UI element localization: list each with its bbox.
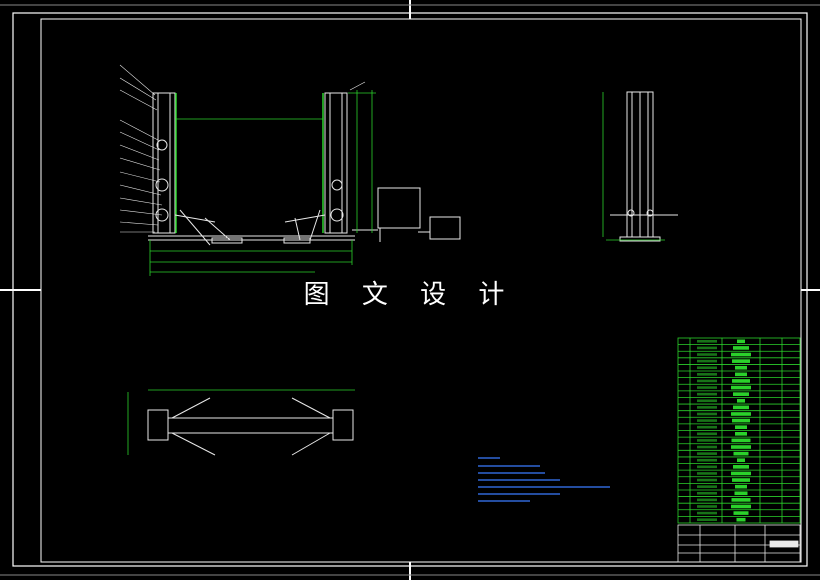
parts-table-cell-mark [732, 359, 750, 363]
parts-table-cell-mark [735, 484, 747, 489]
parts-table-cell-mark [735, 372, 747, 377]
parts-table-code-mark [697, 346, 717, 350]
parts-table-code-mark [697, 366, 717, 370]
title-block [677, 524, 801, 563]
top-view [127, 389, 355, 456]
parts-table-cell-mark [733, 451, 749, 456]
parts-table-cell-mark [733, 465, 749, 469]
parts-table-code-mark [697, 465, 717, 469]
parts-table-cell-mark [734, 491, 748, 496]
parts-table-cell-mark [731, 504, 751, 509]
parts-table-cell-mark [737, 398, 745, 403]
parts-table-cell-mark [733, 392, 749, 396]
parts-table-code-mark [697, 373, 717, 376]
parts-table-cell-mark [732, 478, 750, 482]
parts-table-code-mark [697, 425, 717, 429]
parts-table-code-mark [697, 432, 717, 436]
parts-table-cell-mark [737, 458, 745, 463]
left-column [152, 92, 176, 234]
parts-table-cell-mark [731, 412, 751, 416]
parts-table-code-mark [697, 505, 717, 508]
parts-table-cell-mark [731, 471, 751, 476]
parts-table-cell-mark [735, 425, 747, 429]
parts-table-code-mark [697, 445, 717, 449]
parts-table-cell-mark [735, 365, 747, 370]
parts-table-cell-mark [733, 346, 749, 350]
parts-table-cell-mark [737, 339, 745, 344]
parts-table-code-mark [697, 412, 717, 416]
parts-table-cell-mark [732, 379, 750, 383]
parts-table-cell-mark [731, 445, 751, 449]
parts-table-code-mark [697, 353, 717, 356]
side-view [602, 91, 678, 242]
right-column [324, 92, 348, 234]
parts-table-cell-mark [731, 385, 751, 390]
parts-table-code-mark [697, 340, 717, 343]
power-unit [352, 187, 461, 242]
parts-table-code-mark [697, 452, 717, 455]
parts-table-code-mark [697, 518, 717, 521]
parts-table-code-mark [697, 392, 717, 396]
parts-table-code-mark [697, 419, 717, 422]
parts-table-cell-mark [732, 418, 750, 423]
parts-table-cell-mark [736, 517, 746, 522]
parts-table [677, 337, 801, 524]
parts-table-code-mark [697, 379, 717, 383]
parts-table-cell-mark [733, 405, 749, 410]
parts-table-cell-mark [731, 498, 751, 502]
parts-table-code-mark [697, 491, 717, 495]
parts-table-code-mark [697, 485, 717, 488]
parts-table-code-mark [697, 386, 717, 389]
parts-table-code-mark [697, 511, 717, 515]
part-leaders [119, 64, 366, 233]
parts-table-code-mark [697, 498, 717, 502]
parts-table-code-mark [697, 399, 717, 403]
technical-notes [478, 457, 610, 502]
parts-table-code-mark [697, 439, 717, 442]
parts-table-code-mark [697, 472, 717, 475]
parts-table-cell-mark [735, 432, 747, 436]
front-dimensions [149, 90, 376, 276]
parts-table-code-mark [697, 359, 717, 363]
parts-table-code-mark [697, 478, 717, 482]
parts-table-code-mark [697, 458, 717, 462]
front-view [119, 64, 461, 276]
parts-table-cell-mark [733, 511, 749, 515]
parts-table-cell-mark [731, 438, 751, 443]
parts-table-cell-mark [731, 352, 751, 357]
parts-table-code-mark [697, 406, 717, 409]
